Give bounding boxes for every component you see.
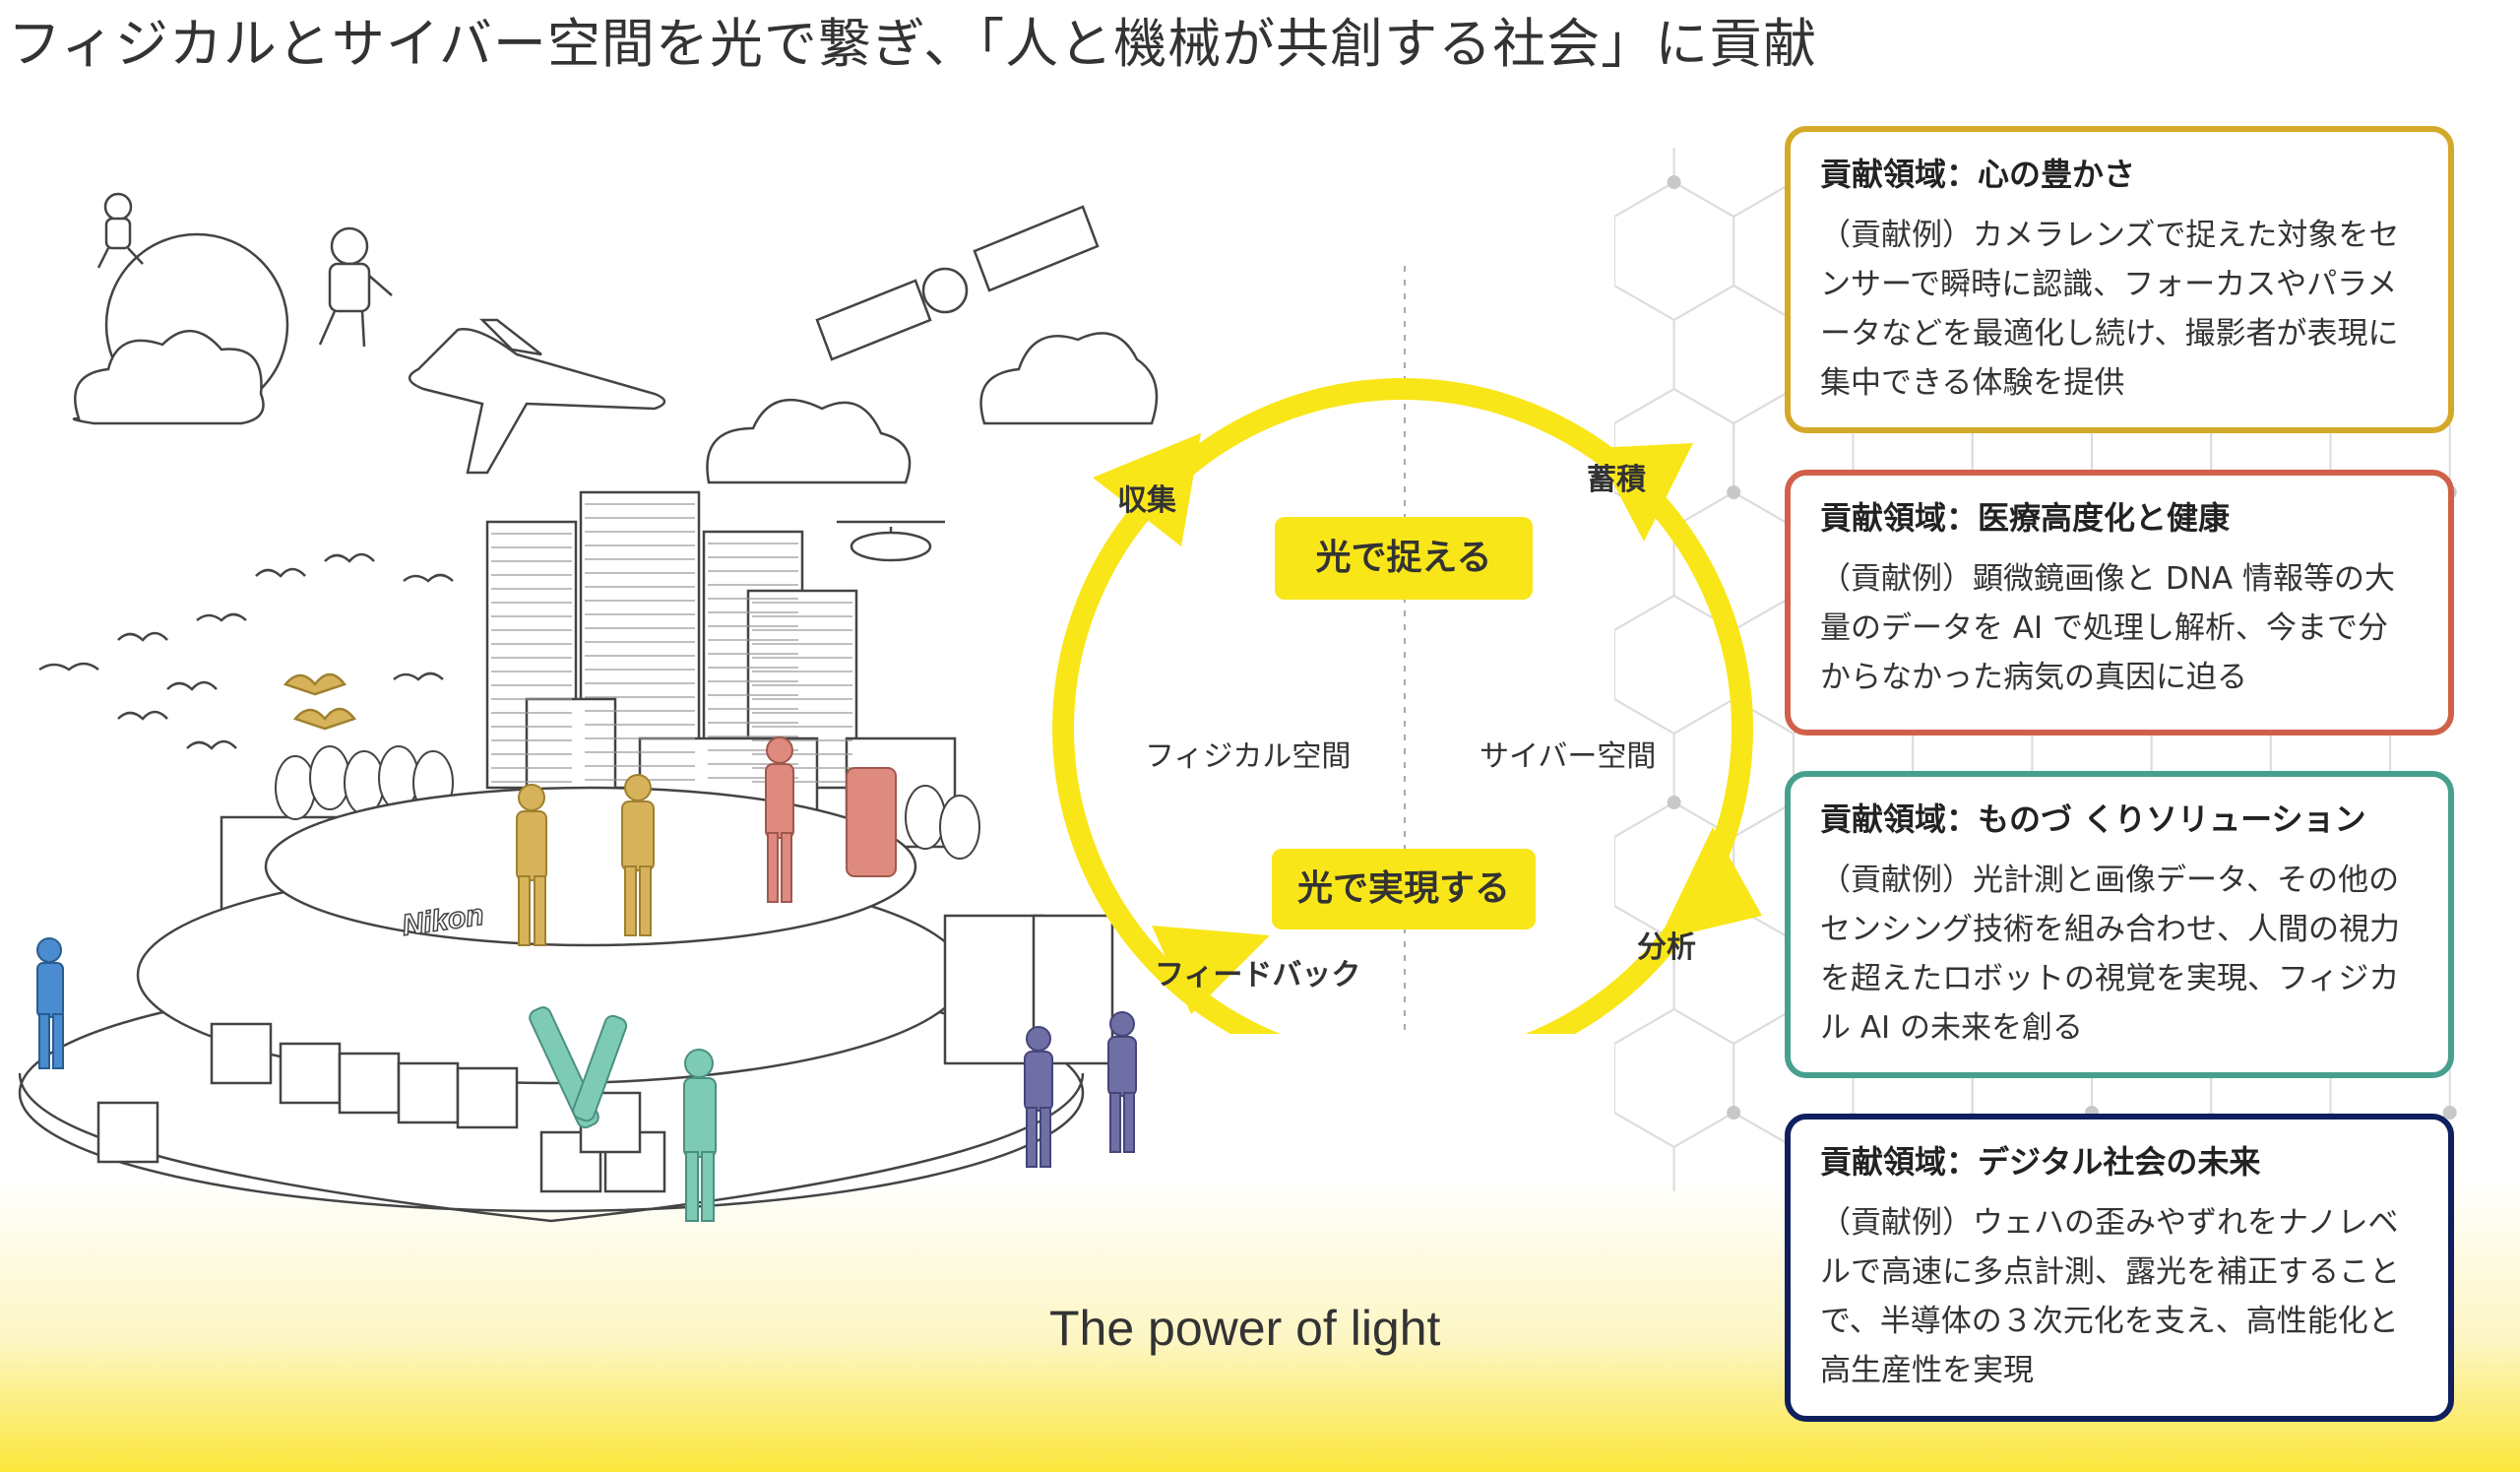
label-analyze: 分析 <box>1637 930 1696 965</box>
card-text: （貢献例）カメラレンズで捉えた対象をセンサーで瞬時に認識、フォーカスやパラメータ… <box>1820 218 2400 401</box>
birds-highlighted <box>283 672 357 731</box>
label-feedback: フィードバック <box>1155 958 1361 992</box>
card-manufacturing-solutions: 貢献領域：ものづ くりソリューション （貢献例）光計測と画像データ、その他のセン… <box>1785 771 2454 1078</box>
card-text: （貢献例）顕微鏡画像と DNA 情報等の大量のデータを AI で処理し解析、今ま… <box>1820 561 2395 695</box>
worker-figure-blue <box>36 937 64 1069</box>
light-cycle-diagram <box>1052 266 1762 1034</box>
pill-realize-with-light: 光で実現する <box>1272 849 1536 929</box>
hex-cell <box>1672 1111 1795 1191</box>
tagline: The power of light <box>1049 1301 1441 1356</box>
physical-world-illustration: Nikon <box>18 192 1159 1223</box>
arrow-accumulate-icon <box>1595 443 1693 542</box>
card-richness-of-heart: 貢献領域：心の豊かさ （貢献例）カメラレンズで捉えた対象をセンサーで瞬時に認識、… <box>1785 126 2454 433</box>
card-title: 貢献領域：医療高度化と健康 <box>1820 499 2231 537</box>
card-digital-society: 貢献領域：デジタル社会の未来 （貢献例）ウェハの歪みやずれをナノレベルで高速に多… <box>1785 1114 2454 1422</box>
hex-cell <box>1614 1111 1675 1191</box>
drone-icon <box>837 520 945 562</box>
researcher-figure-pink <box>765 736 897 903</box>
astronaut-icon <box>96 192 144 269</box>
card-title: 貢献領域：心の豊かさ <box>1820 156 2136 193</box>
robot-arm-teal <box>529 1006 717 1222</box>
cyber-space-label: サイバー空間 <box>1480 739 1657 774</box>
photographer-figure-gold <box>516 774 655 946</box>
card-title: 貢献領域：デジタル社会の未来 <box>1820 1143 2261 1181</box>
engineer-figure-purple <box>1024 1011 1137 1168</box>
hex-cell <box>1672 148 1795 219</box>
network-node <box>1727 1106 1741 1120</box>
page-title: フィジカルとサイバー空間を光で繋ぎ、「人と機械が共創する社会」に貢献 <box>8 13 1818 75</box>
card-text: （貢献例）光計測と画像データ、その他のセンシング技術を組み合わせ、人間の視力を超… <box>1820 863 2400 1046</box>
label-collect: 収集 <box>1117 483 1176 518</box>
astronaut-icon <box>318 226 393 348</box>
card-advanced-medicine: 貢献領域：医療高度化と健康 （貢献例）顕微鏡画像と DNA 情報等の大量のデータ… <box>1785 470 2454 736</box>
card-title: 貢献領域：ものづ くりソリューション <box>1820 800 2366 838</box>
platform-disc <box>18 786 1085 1223</box>
arrow-feedback-icon <box>1152 926 1270 1014</box>
cloud-icon <box>706 398 912 484</box>
network-node <box>2442 1106 2457 1120</box>
cloud-icon <box>979 332 1159 425</box>
hex-cell <box>1614 148 1675 219</box>
satellite-icon <box>815 205 1100 361</box>
arrow-collect-icon <box>1093 433 1201 546</box>
birds-flock <box>38 552 454 750</box>
network-node <box>1727 485 1741 499</box>
hex-cell <box>1912 1111 2034 1191</box>
label-accumulate: 蓄積 <box>1587 463 1646 497</box>
physical-space-label: フィジカル空間 <box>1145 739 1352 774</box>
airplane-icon <box>409 318 666 475</box>
network-node <box>1667 796 1681 809</box>
hex-cell <box>2150 1111 2272 1191</box>
pill-capture-with-light: 光で捉える <box>1275 517 1533 600</box>
hex-cell <box>2269 1111 2392 1191</box>
cloud-icon <box>72 329 265 425</box>
card-text: （貢献例）ウェハの歪みやずれをナノレベルで高速に多点計測、露光を補正することで、… <box>1820 1205 2400 1388</box>
hex-cell <box>1792 1111 1915 1191</box>
cycle-ring <box>1052 378 1753 1034</box>
network-node <box>1667 175 1681 189</box>
arrow-analyze-icon <box>1659 827 1762 940</box>
